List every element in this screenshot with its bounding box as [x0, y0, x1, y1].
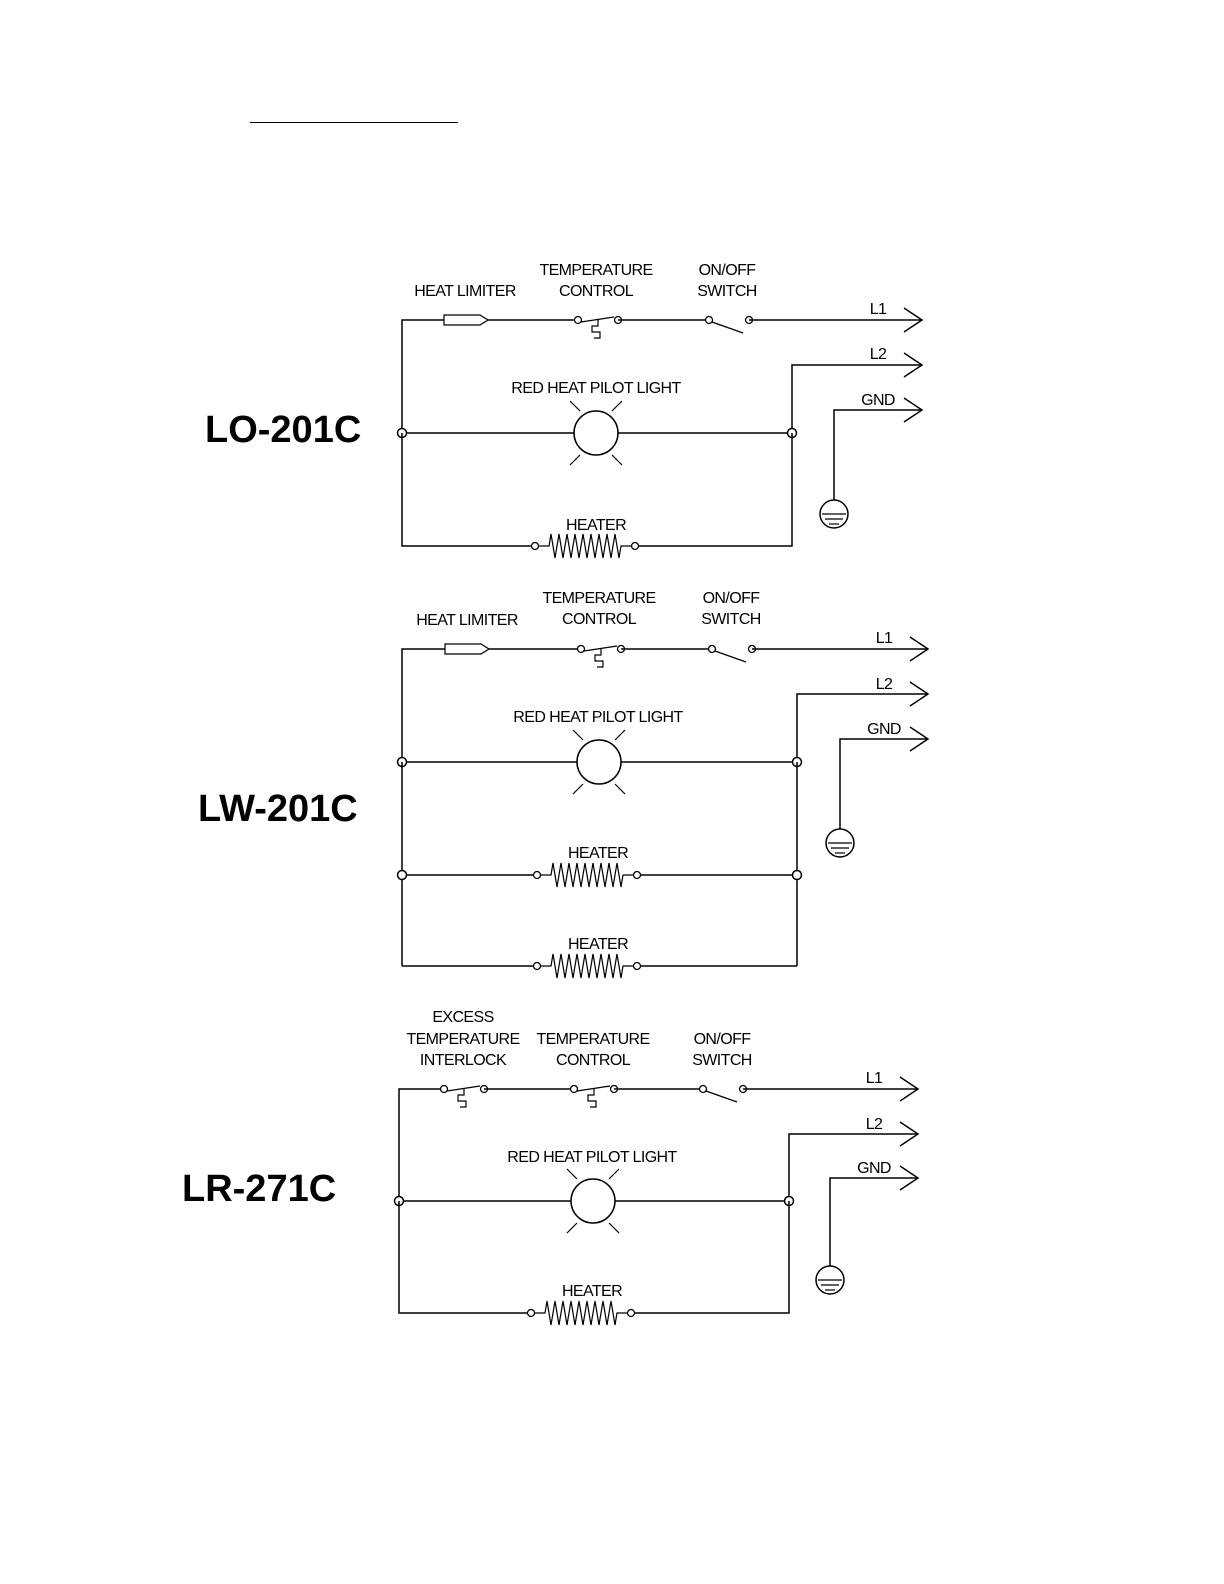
pilot-light-label: RED HEAT PILOT LIGHT — [511, 380, 681, 397]
interlock-label-line1: EXCESS — [432, 1009, 493, 1026]
heater-label: HEATER — [562, 1283, 622, 1300]
wire — [634, 1201, 790, 1314]
heat-limiter-label: HEAT LIMITER — [414, 283, 516, 300]
thermostat-symbol — [576, 644, 626, 668]
ground-icon — [819, 499, 849, 529]
onoff-label-line1: ON/OFF — [699, 262, 757, 279]
onoff-label-line2: SWITCH — [701, 611, 761, 628]
wire — [638, 433, 793, 547]
onoff-switch-symbol — [707, 644, 757, 663]
onoff-label-line2: SWITCH — [697, 283, 757, 300]
ground-icon — [815, 1265, 845, 1295]
title-underline — [250, 122, 458, 123]
heat-limiter-symbol — [444, 643, 490, 655]
interlock-label-line3: INTERLOCK — [420, 1052, 507, 1069]
gnd-wire — [839, 738, 928, 829]
heater-label: HEATER — [568, 845, 628, 862]
heater-resistor-symbol — [530, 533, 640, 559]
model-label: LO-201C — [205, 409, 361, 451]
heater-resistor-symbol — [526, 1300, 636, 1326]
pilot-light-icon — [572, 729, 626, 795]
l2-wire — [796, 693, 928, 762]
gnd-wire — [829, 1177, 918, 1266]
pilot-light-icon — [566, 1168, 620, 1234]
pilot-light-label: RED HEAT PILOT LIGHT — [513, 709, 683, 726]
onoff-label-line2: SWITCH — [692, 1052, 752, 1069]
thermostat-symbol — [569, 1084, 619, 1108]
diagram-lo-201c: LO-201C HEAT LIMITER TEMPERATURE CONTROL… — [205, 262, 923, 559]
l1-label: L1 — [876, 630, 893, 647]
junction-node — [396, 869, 408, 881]
onoff-label-line1: ON/OFF — [694, 1031, 752, 1048]
wire — [398, 1201, 528, 1314]
left-bus-wire — [401, 648, 445, 762]
temp-control-label-line2: CONTROL — [562, 611, 637, 628]
model-label: LR-271C — [182, 1168, 336, 1210]
temp-control-label-line1: TEMPERATURE — [539, 262, 652, 279]
l2-wire — [788, 1133, 918, 1201]
gnd-label: GND — [861, 392, 895, 409]
gnd-wire — [833, 409, 922, 500]
ground-icon — [825, 828, 855, 858]
l2-label: L2 — [876, 676, 893, 693]
interlock-thermostat-symbol — [439, 1084, 489, 1108]
onoff-switch-symbol — [698, 1084, 748, 1103]
l2-wire — [791, 364, 922, 433]
left-bus-wire — [398, 1088, 440, 1201]
gnd-label: GND — [867, 721, 901, 738]
model-label: LW-201C — [198, 788, 358, 830]
heater-resistor-symbol — [532, 953, 642, 979]
onoff-label-line1: ON/OFF — [703, 590, 761, 607]
pilot-light-icon — [569, 400, 623, 466]
heater-label: HEATER — [568, 936, 628, 953]
heater-label: HEATER — [566, 517, 626, 534]
onoff-switch-symbol — [704, 315, 754, 334]
thermostat-symbol — [573, 315, 623, 339]
l2-label: L2 — [866, 1116, 883, 1133]
junction-node — [791, 869, 803, 881]
pilot-light-label: RED HEAT PILOT LIGHT — [507, 1149, 677, 1166]
temp-control-label-line2: CONTROL — [556, 1052, 631, 1069]
wire — [401, 433, 532, 547]
heat-limiter-label: HEAT LIMITER — [416, 612, 518, 629]
gnd-label: GND — [857, 1160, 891, 1177]
temp-control-label-line2: CONTROL — [559, 283, 634, 300]
temp-control-label-line1: TEMPERATURE — [542, 590, 655, 607]
l1-label: L1 — [870, 301, 887, 318]
l1-label: L1 — [866, 1070, 883, 1087]
heat-limiter-symbol — [443, 314, 489, 326]
diagram-lw-201c: LW-201C HEAT LIMITER TEMPERATURE CONTROL… — [198, 590, 929, 979]
l2-label: L2 — [870, 346, 887, 363]
heater-resistor-symbol — [532, 862, 642, 888]
left-bus-wire — [401, 319, 444, 433]
diagram-lr-271c: LR-271C EXCESS TEMPERATURE INTERLOCK TEM… — [182, 1009, 919, 1326]
interlock-label-line2: TEMPERATURE — [406, 1031, 519, 1048]
temp-control-label-line1: TEMPERATURE — [536, 1031, 649, 1048]
